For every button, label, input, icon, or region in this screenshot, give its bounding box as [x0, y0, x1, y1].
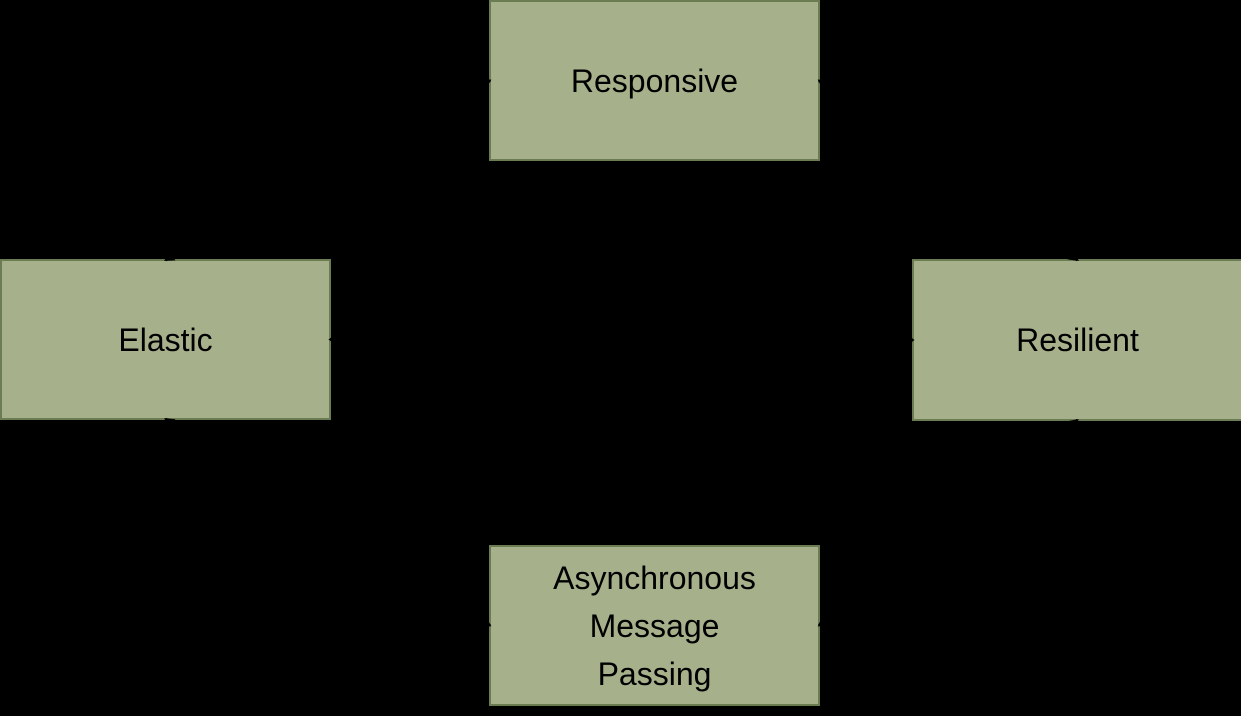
connector-resilient-async: [817, 418, 1079, 627]
node-async-message-passing-label: Asynchronous Message Passing: [553, 559, 756, 692]
connector-elastic-resilient: [328, 334, 915, 346]
node-responsive: Responsive: [489, 0, 820, 161]
connector-elastic-async: [164, 417, 492, 627]
node-elastic: Elastic: [0, 259, 331, 420]
node-responsive-label: Responsive: [570, 62, 739, 99]
node-async-message-passing: Asynchronous Message Passing: [489, 545, 820, 706]
node-resilient-label: Resilient: [1016, 322, 1139, 358]
connector-elastic-responsive: [164, 79, 492, 262]
node-resilient: Resilient: [912, 259, 1241, 421]
node-elastic-label: Elastic: [118, 321, 213, 358]
connector-resilient-responsive: [817, 79, 1079, 262]
